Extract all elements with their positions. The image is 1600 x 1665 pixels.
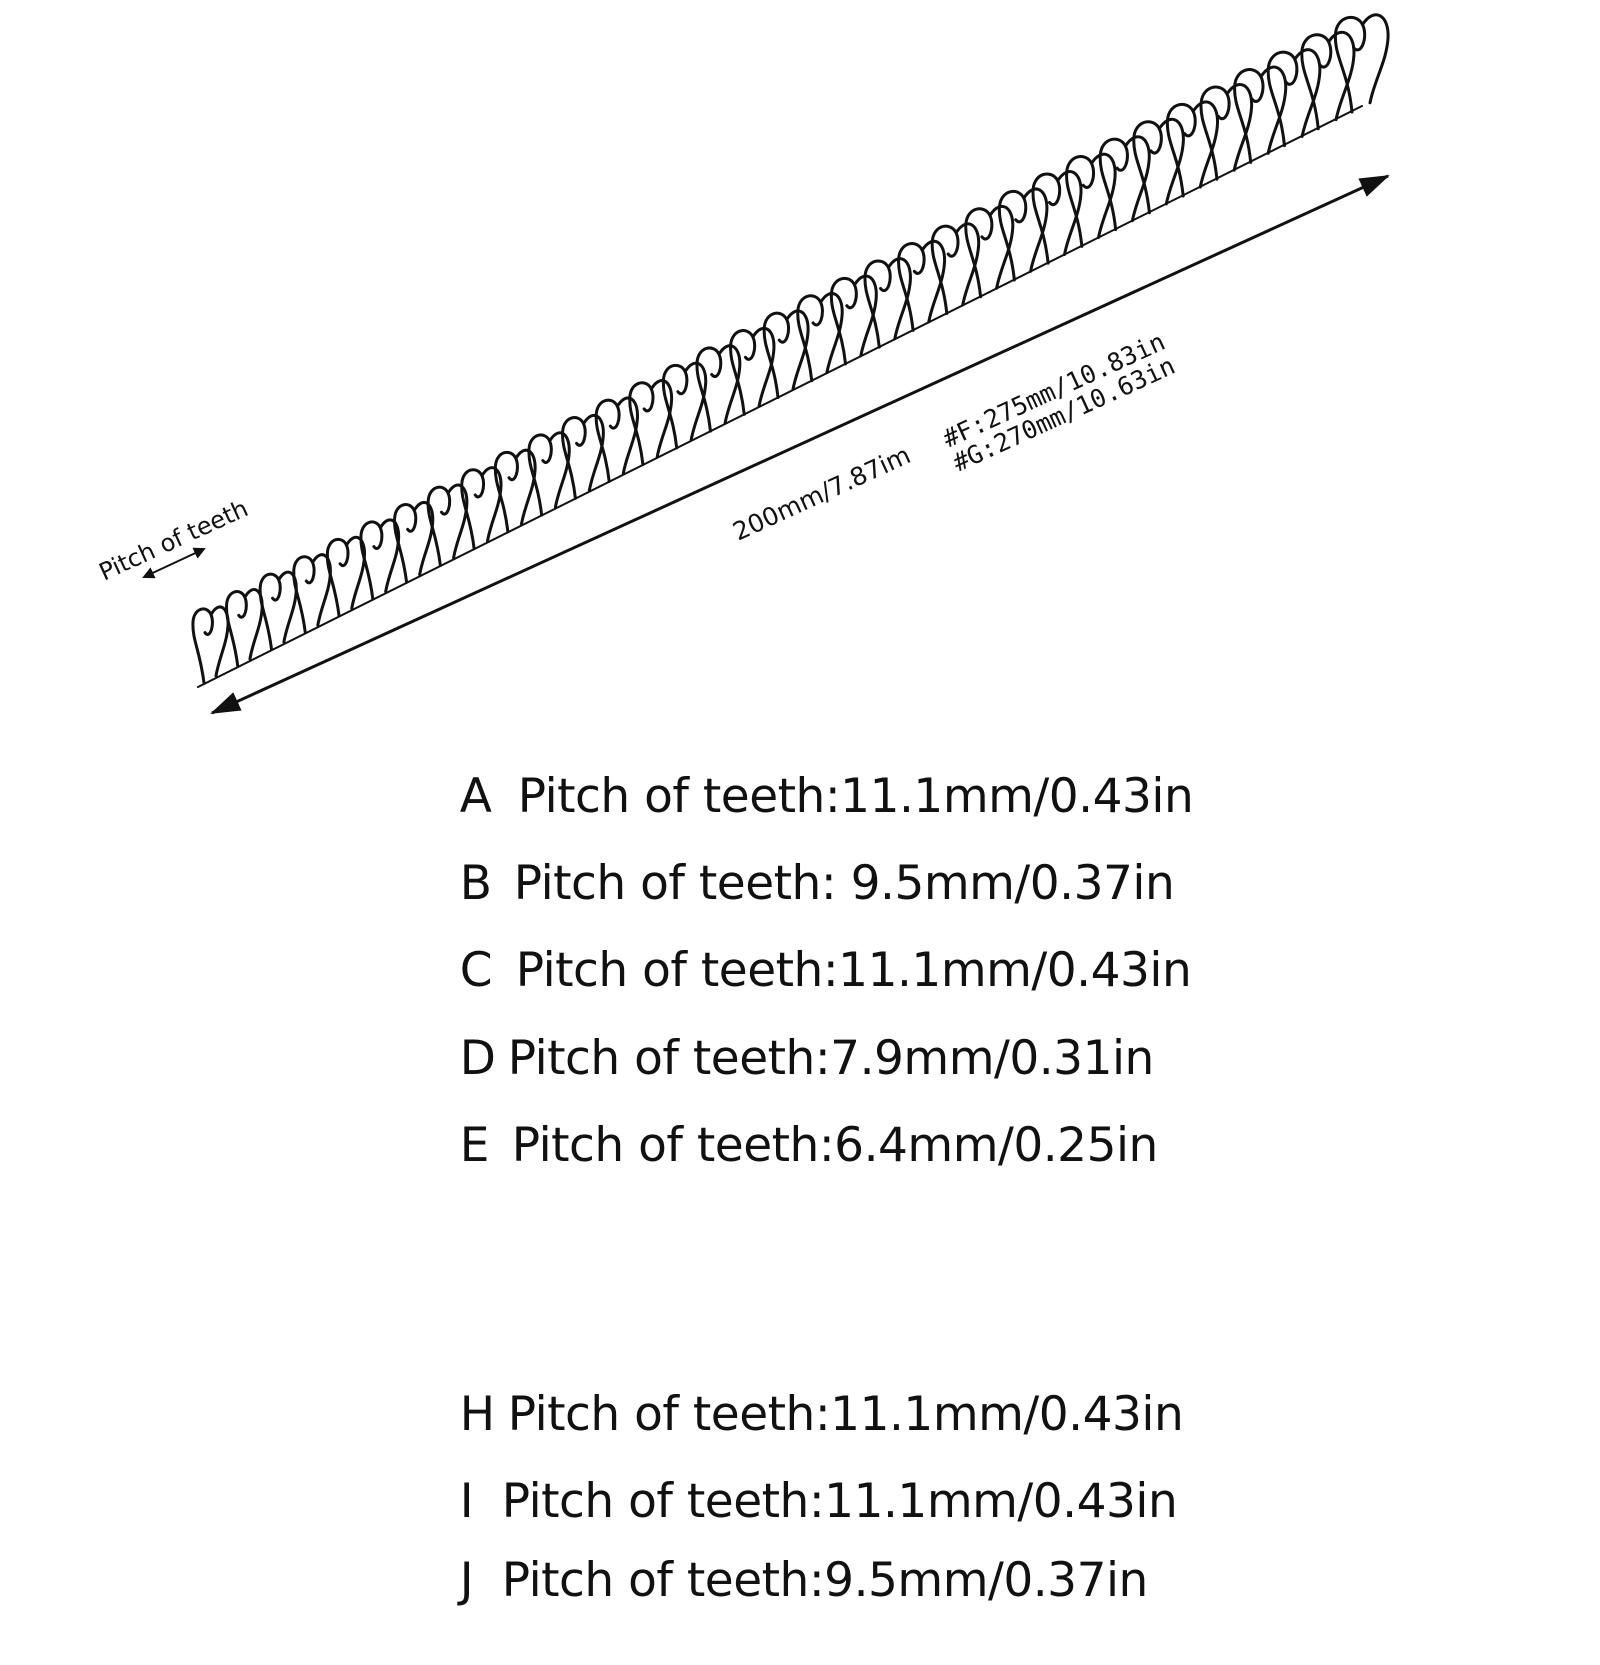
spec-text: Pitch of teeth:11.1mm/0.43in xyxy=(517,769,1194,824)
wire-binding-spine-diagram: Pitch of teeth 200mm/7.87im #F:275mm/10.… xyxy=(95,13,1390,715)
spec-text: Pitch of teeth:6.4mm/0.25in xyxy=(511,1118,1159,1173)
length-arrow xyxy=(210,174,1390,715)
length-label: 200mm/7.87im xyxy=(728,440,914,546)
wire-loop xyxy=(762,309,810,399)
wire-loop xyxy=(1233,65,1288,164)
spec-text: Pitch of teeth:11.1mm/0.43in xyxy=(507,1387,1184,1442)
spec-letter: E xyxy=(459,1118,490,1173)
spec-a: A Pitch of teeth:11.1mm/0.43in xyxy=(402,713,1194,881)
spec-letter: A xyxy=(459,769,492,824)
wire-loop xyxy=(1165,100,1219,198)
pitch-label: Pitch of teeth xyxy=(95,494,252,586)
spec-letter: I xyxy=(459,1474,474,1529)
wire-loop xyxy=(1266,48,1322,148)
wire-loop xyxy=(1300,30,1356,131)
wire-loop xyxy=(258,570,298,651)
spec-letter: H xyxy=(459,1387,495,1442)
spec-text: Pitch of teeth:9.5mm/0.37in xyxy=(501,1553,1149,1608)
wire-loop xyxy=(292,553,332,635)
wire-loop xyxy=(191,605,230,685)
wire-loop xyxy=(325,535,366,618)
spec-letter: C xyxy=(459,943,493,998)
wire-loop xyxy=(1199,83,1254,181)
wire-loop xyxy=(359,518,401,601)
spec-b: B Pitch of teeth: 9.5mm/0.37in xyxy=(402,800,1175,968)
wire-loop xyxy=(796,292,844,383)
spec-text: Pitch of teeth: 9.5mm/0.37in xyxy=(513,856,1175,911)
spec-letter: D xyxy=(459,1031,496,1086)
pitch-arrow xyxy=(142,547,206,579)
spec-text: Pitch of teeth:7.9mm/0.31in xyxy=(507,1031,1155,1086)
spec-text: Pitch of teeth:11.1mm/0.43in xyxy=(515,943,1192,998)
spec-text: Pitch of teeth:11.1mm/0.43in xyxy=(501,1474,1178,1529)
wire-spine xyxy=(191,13,1390,688)
spec-c: C Pitch of teeth:11.1mm/0.43in xyxy=(402,887,1192,1055)
wire-loop xyxy=(225,588,264,668)
wire-loop xyxy=(1333,13,1390,114)
wire-loop xyxy=(695,344,742,433)
spec-e: E Pitch of teeth:6.4mm/0.25in xyxy=(402,1062,1159,1230)
wire-loop xyxy=(426,483,469,567)
wire-loop xyxy=(393,500,435,584)
wire-loop xyxy=(729,326,776,416)
spec-letter: J xyxy=(459,1553,474,1608)
spec-j: J Pitch of teeth:9.5mm/0.37in xyxy=(402,1497,1149,1665)
spec-letter: B xyxy=(459,856,492,911)
spec-i: I Pitch of teeth:11.1mm/0.43in xyxy=(402,1418,1178,1586)
